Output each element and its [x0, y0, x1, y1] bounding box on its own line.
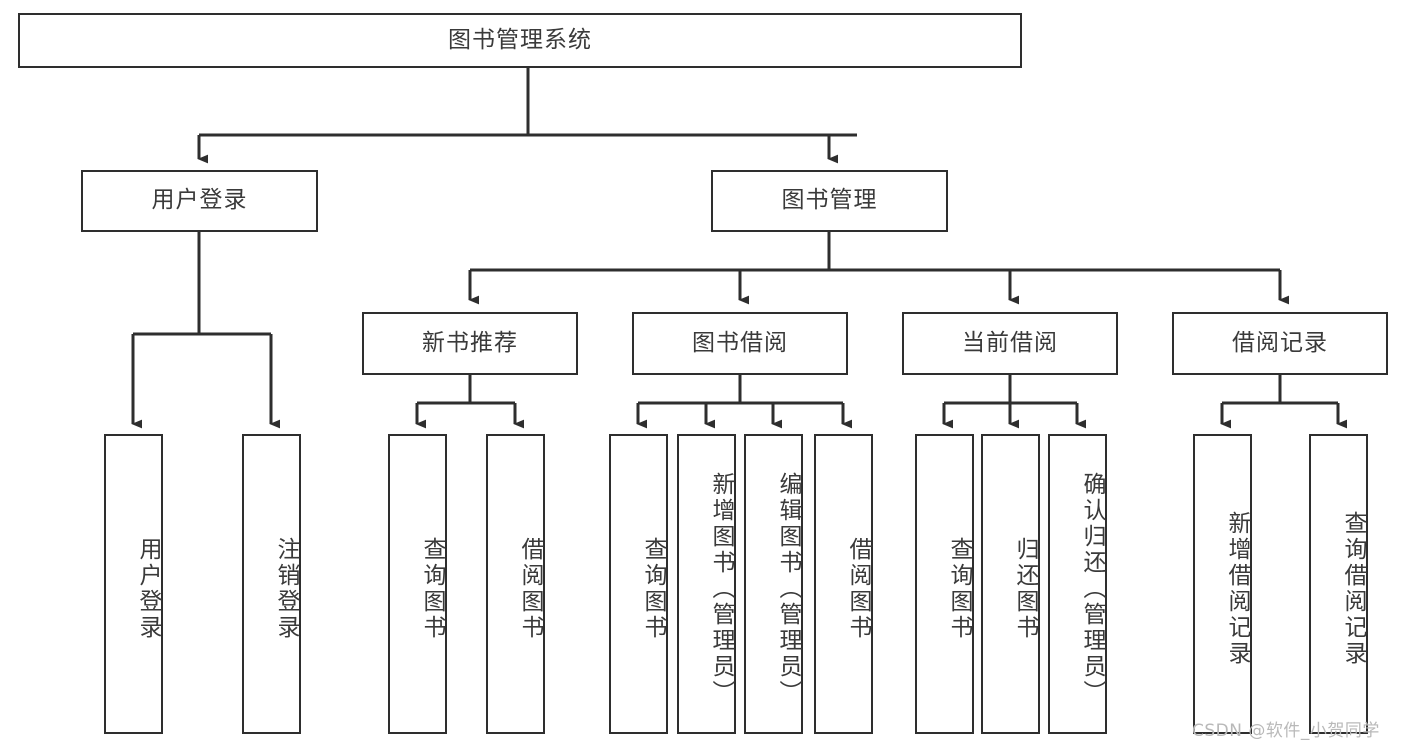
node-label: 新增图书（管理员）: [708, 472, 734, 706]
node-book-borrow[interactable]: 图书借阅: [632, 312, 848, 375]
leaf-query-book-recommend[interactable]: 查询图书: [388, 434, 447, 734]
leaf-add-borrow-record[interactable]: 新增借阅记录: [1193, 434, 1252, 734]
node-book-management[interactable]: 图书管理: [711, 170, 948, 232]
node-label: 查询图书: [419, 537, 445, 641]
node-label: 查询图书: [640, 537, 666, 641]
node-user-login[interactable]: 用户登录: [81, 170, 318, 232]
leaf-query-book-current[interactable]: 查询图书: [915, 434, 974, 734]
node-label: 借阅图书: [517, 537, 543, 641]
leaf-confirm-return-admin[interactable]: 确认归还（管理员）: [1048, 434, 1107, 734]
leaf-return-book[interactable]: 归还图书: [981, 434, 1040, 734]
node-current-borrow[interactable]: 当前借阅: [902, 312, 1118, 375]
node-label: 用户登录: [151, 187, 248, 214]
node-label: 当前借阅: [962, 329, 1058, 356]
node-label: 编辑图书（管理员）: [775, 472, 801, 706]
node-label: 图书管理系统: [448, 26, 592, 53]
node-label: 图书管理: [781, 187, 878, 214]
node-label: 查询借阅记录: [1340, 511, 1366, 667]
leaf-logout[interactable]: 注销登录: [242, 434, 301, 734]
leaf-user-login[interactable]: 用户登录: [104, 434, 163, 734]
node-label: 图书借阅: [692, 329, 788, 356]
leaf-query-book-borrow[interactable]: 查询图书: [609, 434, 668, 734]
node-label: 查询图书: [946, 537, 972, 641]
node-label: 注销登录: [273, 537, 299, 641]
node-root[interactable]: 图书管理系统: [18, 13, 1022, 68]
csdn-watermark: CSDN @软件_小贺同学: [1192, 721, 1380, 741]
node-label: 借阅记录: [1232, 329, 1328, 356]
node-label: 确认归还（管理员）: [1079, 472, 1105, 706]
leaf-borrow-book-recommend[interactable]: 借阅图书: [486, 434, 545, 734]
node-label: 归还图书: [1012, 537, 1038, 641]
node-label: 用户登录: [135, 537, 161, 641]
node-borrow-record[interactable]: 借阅记录: [1172, 312, 1388, 375]
node-label: 新增借阅记录: [1224, 511, 1250, 667]
node-label: 借阅图书: [845, 537, 871, 641]
leaf-edit-book-admin[interactable]: 编辑图书（管理员）: [744, 434, 803, 734]
leaf-borrow-book[interactable]: 借阅图书: [814, 434, 873, 734]
leaf-add-book-admin[interactable]: 新增图书（管理员）: [677, 434, 736, 734]
leaf-query-borrow-record[interactable]: 查询借阅记录: [1309, 434, 1368, 734]
node-label: 新书推荐: [422, 329, 518, 356]
node-new-book-recommend[interactable]: 新书推荐: [362, 312, 578, 375]
